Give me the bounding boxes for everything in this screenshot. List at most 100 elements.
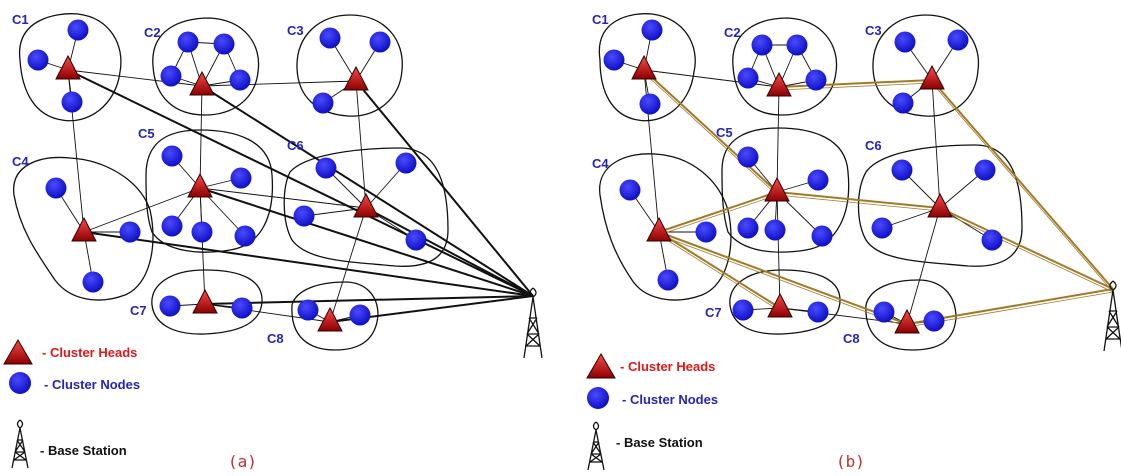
legend-cluster-head-icon — [586, 353, 616, 379]
cluster-node-c5-4 — [764, 219, 786, 241]
cluster-nodes — [27, 19, 427, 326]
cluster-node-c4-2 — [119, 221, 141, 243]
cluster-node-c7-1 — [159, 295, 181, 317]
cluster-head-c3 — [343, 65, 369, 91]
inter-cluster-link — [201, 80, 357, 87]
bs-link-c7 — [204, 295, 534, 305]
base-station-icon — [1103, 280, 1121, 352]
cluster-node-c6-4 — [405, 229, 427, 251]
route-link-shadow — [939, 210, 1114, 293]
base-station-tower — [1103, 280, 1121, 352]
cluster-node-c2-4 — [229, 69, 251, 91]
cluster-boundary-c7 — [151, 269, 263, 335]
cluster-node-c5-5 — [234, 225, 256, 247]
route-link-shadow — [643, 72, 778, 196]
inter-cluster-link — [83, 187, 201, 233]
cluster-head-c2 — [189, 70, 215, 96]
cluster-node-c4-1 — [45, 177, 67, 199]
legend-cluster-heads-label: - Cluster Heads — [42, 345, 137, 360]
inter-cluster-link — [776, 86, 780, 193]
cluster-head-c6 — [927, 192, 953, 218]
cluster-label-c1: C1 — [12, 12, 29, 27]
cluster-node-c5-3 — [737, 217, 759, 239]
cluster-node-c7-2 — [231, 297, 253, 319]
inter-cluster-link — [329, 207, 367, 323]
legend-cluster-node-icon — [9, 372, 31, 394]
legend-base-station-label: - Base Station — [40, 443, 127, 458]
cluster-head-c1 — [55, 54, 81, 80]
cluster-heads — [631, 54, 953, 334]
cluster-label-c4: C4 — [592, 156, 609, 171]
route-link-shadow — [778, 82, 933, 91]
cluster-node-c8-2 — [923, 310, 945, 332]
cluster-head-c8 — [894, 308, 920, 334]
route-link-shadow — [658, 234, 908, 328]
cluster-node-c2-2 — [177, 31, 199, 53]
cluster-head-c1 — [631, 54, 657, 80]
cluster-head-c5 — [187, 172, 213, 198]
cluster-boundary-c2 — [152, 17, 260, 116]
inter-cluster-link — [67, 69, 203, 87]
cluster-boundary-c4 — [13, 156, 154, 301]
inter-cluster-link — [199, 187, 367, 209]
cluster-node-c4-3 — [657, 269, 679, 291]
route-link — [658, 231, 908, 325]
route-link-shadow — [776, 194, 941, 212]
route-link-shadow — [658, 194, 778, 236]
cluster-label-c5: C5 — [138, 126, 155, 141]
cluster-node-c8-1 — [297, 299, 319, 321]
inter-cluster-link — [776, 191, 781, 309]
cluster-node-c3-3 — [892, 92, 914, 114]
cluster-label-c7: C7 — [705, 305, 722, 320]
bs-link-c5 — [199, 187, 534, 297]
legend-cluster-nodes-label: - Cluster Nodes — [44, 377, 140, 392]
legend-a: - Cluster Heads - Cluster Nodes - Base S… — [3, 339, 257, 471]
cluster-node-c5-2 — [807, 169, 829, 191]
route-link — [643, 69, 778, 193]
cluster-label-c5: C5 — [716, 125, 733, 140]
inter-cluster-link — [355, 80, 367, 209]
cluster-label-c6: C6 — [865, 138, 882, 153]
cluster-node-c1-2 — [27, 49, 49, 71]
cluster-head-c2 — [766, 71, 792, 97]
cluster-boundary-c6 — [283, 147, 449, 267]
cluster-label-c2: C2 — [144, 25, 161, 40]
cluster-node-c8-2 — [349, 304, 371, 326]
cluster-boundary-c5 — [721, 127, 850, 253]
inter-cluster-link — [906, 207, 941, 325]
cluster-node-c5-1 — [737, 146, 759, 168]
cluster-node-c2-2 — [751, 34, 773, 56]
cluster-node-c6-3 — [871, 217, 893, 239]
cluster-node-c1-2 — [603, 49, 625, 71]
cluster-node-c3-2 — [369, 31, 391, 53]
cluster-label-c3: C3 — [865, 23, 882, 38]
legend-cluster-head-icon — [3, 339, 33, 365]
caption-a: (a) — [228, 452, 257, 471]
cluster-node-c3-2 — [947, 29, 969, 51]
caption-b: (b) — [836, 452, 865, 471]
cluster-node-c1-3 — [639, 93, 661, 115]
route-link — [931, 79, 1114, 290]
cluster-node-c5-5 — [811, 225, 833, 247]
legend-cluster-nodes-label: - Cluster Nodes — [622, 392, 718, 407]
bs-link-c6 — [365, 207, 534, 297]
base-station-icon — [523, 287, 543, 359]
cluster-node-c6-4 — [981, 229, 1003, 251]
cluster-label-c3: C3 — [287, 23, 304, 38]
route-link — [778, 79, 933, 88]
legend-cluster-node-icon — [587, 387, 609, 409]
legend-cluster-heads-label: - Cluster Heads — [620, 359, 715, 374]
cluster-boundary-c1 — [19, 13, 122, 122]
bs-link-c1 — [67, 69, 534, 297]
cluster-node-c4-3 — [82, 271, 104, 293]
route-link-shadow — [658, 234, 781, 312]
cluster-heads — [55, 54, 379, 332]
cluster-node-c2-3 — [737, 67, 759, 89]
cluster-node-c3-1 — [319, 27, 341, 49]
route-link — [776, 191, 941, 209]
inter-cluster-link — [643, 69, 780, 88]
cluster-node-c1-1 — [67, 19, 89, 41]
